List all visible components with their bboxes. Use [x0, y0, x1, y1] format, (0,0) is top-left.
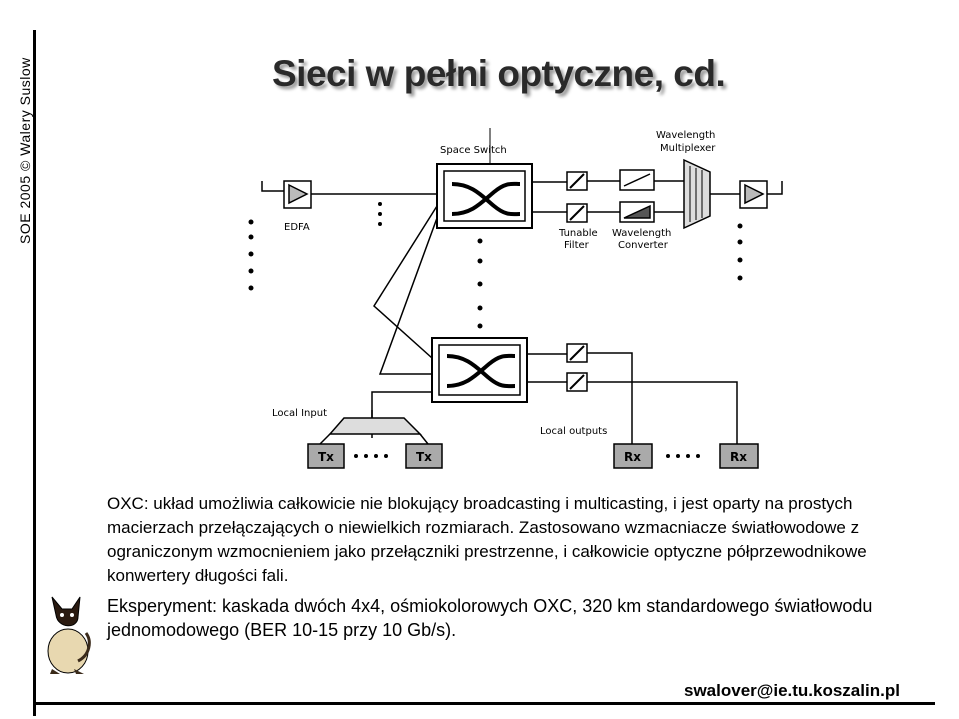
sidebar: SOE 2005 © Walery Suslow	[2, 30, 33, 245]
wavelength-converter-1	[619, 169, 655, 191]
footer-email[interactable]: swalover@ie.tu.koszalin.pl	[684, 681, 900, 700]
space-switch-label: Space Switch	[440, 145, 507, 156]
tunable-filter-label-2: Filter	[564, 240, 590, 251]
filter-to-rx-line-2	[587, 381, 738, 444]
wavelength-converter-label-1: Wavelength	[612, 228, 671, 239]
wavelength-multiplexer-label-1: Wavelength	[656, 130, 715, 141]
paragraph-oxc: OXC: układ umożliwia całkowicie nie blok…	[107, 494, 867, 585]
tx-box-1: Tx	[307, 443, 345, 469]
wavelength-converter-label-2: Converter	[618, 240, 669, 251]
ellipsis-left	[248, 219, 254, 291]
rx-label-2: Rx	[730, 450, 747, 464]
ellipsis-inner-left	[378, 202, 382, 226]
tunable-filter-label-1: Tunable	[558, 228, 598, 239]
tx-label-2: Tx	[416, 450, 432, 464]
vertical-rule	[33, 30, 36, 716]
cross-link-b	[373, 205, 438, 359]
slide-title: Sieci w pełni optyczne, cd.	[272, 53, 726, 94]
local-input-combiner	[328, 410, 422, 435]
wavelength-multiplexer	[683, 158, 711, 230]
edfa-amplifier-in	[283, 180, 312, 209]
tunable-filter-2	[566, 203, 588, 223]
input-line-top	[261, 181, 284, 192]
rx-box-1: Rx	[613, 443, 653, 469]
filter-to-rx-line-1	[587, 352, 633, 444]
tx-label-1: Tx	[318, 450, 334, 464]
tunable-filter-4	[566, 372, 588, 392]
tunable-filter-1	[566, 171, 588, 191]
wavelength-multiplexer-label-2: Multiplexer	[660, 143, 716, 154]
wavelength-converter-2	[619, 201, 655, 223]
edfa-amplifier-out	[739, 180, 768, 209]
horizontal-rule	[33, 702, 935, 705]
tunable-filter-3	[566, 343, 588, 363]
ellipsis-right	[737, 223, 743, 281]
output-line	[767, 181, 783, 195]
local-outputs-label: Local outputs	[540, 426, 607, 437]
cat-mascot-image	[38, 575, 94, 675]
tx-box-2: Tx	[405, 443, 443, 469]
edfa-label: EDFA	[284, 222, 310, 233]
ellipsis-middle	[477, 238, 483, 329]
local-input-label: Local Input	[272, 408, 327, 419]
slide-body: OXC: układ umożliwia całkowicie nie blok…	[107, 492, 927, 642]
paragraph-experiment: Eksperyment: kaskada dwóch 4x4, ośmiokol…	[107, 596, 873, 640]
space-switch-upper	[436, 163, 533, 229]
ellipsis-rx	[666, 454, 700, 458]
space-switch-lower	[431, 337, 528, 403]
combiner-legs	[319, 433, 429, 445]
ellipsis-tx	[354, 454, 388, 458]
sidebar-copyright: SOE 2005 © Walery Suslow	[17, 57, 33, 244]
oxc-diagram: EDFA Space Switch Tunable Fil	[232, 126, 799, 478]
rx-label-1: Rx	[624, 450, 641, 464]
cross-link-a	[378, 217, 438, 375]
rx-box-2: Rx	[719, 443, 759, 469]
